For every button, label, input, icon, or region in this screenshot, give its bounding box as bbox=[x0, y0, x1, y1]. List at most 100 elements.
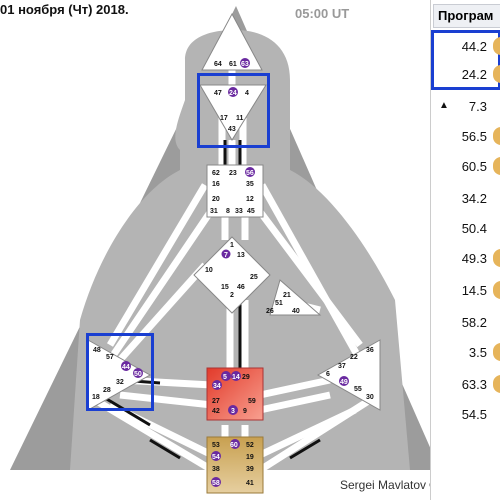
panel-row[interactable]: 49.3 bbox=[431, 245, 500, 273]
planet-marker-icon bbox=[493, 65, 500, 83]
row-value: 49.3 bbox=[461, 251, 487, 266]
svg-text:42: 42 bbox=[212, 408, 220, 415]
planet-marker-icon bbox=[493, 249, 500, 267]
svg-text:60: 60 bbox=[230, 442, 238, 449]
row-value: 24.2 bbox=[461, 67, 487, 82]
svg-text:16: 16 bbox=[212, 181, 220, 188]
panel-row[interactable]: 56.5 bbox=[431, 123, 500, 151]
svg-text:12: 12 bbox=[246, 196, 254, 203]
ego-center bbox=[269, 279, 322, 316]
svg-text:6: 6 bbox=[326, 371, 330, 378]
svg-text:45: 45 bbox=[247, 208, 255, 215]
planet-marker-icon bbox=[493, 343, 500, 361]
svg-text:3: 3 bbox=[231, 408, 235, 415]
panel-row[interactable]: 24.2 bbox=[431, 61, 500, 89]
row-value: 34.2 bbox=[461, 191, 487, 206]
ajna-center bbox=[199, 84, 267, 141]
svg-text:31: 31 bbox=[210, 208, 218, 215]
gate-labels: 64 61 63 47 24 4 17 11 43 62 23 56 16 35… bbox=[92, 58, 374, 487]
svg-text:34: 34 bbox=[213, 383, 221, 390]
row-value: 54.5 bbox=[461, 407, 487, 422]
row-value: 7.3 bbox=[468, 99, 487, 114]
row-value: 50.4 bbox=[461, 221, 487, 236]
panel-row[interactable]: 63.3 bbox=[431, 371, 500, 399]
svg-text:40: 40 bbox=[292, 308, 300, 315]
panel-title[interactable]: Програм bbox=[433, 4, 500, 28]
panel-row[interactable]: 3.5 bbox=[431, 339, 500, 367]
svg-text:4: 4 bbox=[245, 90, 249, 97]
panel-row[interactable]: 14.5 bbox=[431, 277, 500, 305]
planet-marker-icon bbox=[493, 127, 500, 145]
svg-text:63: 63 bbox=[241, 61, 249, 68]
row-value: 56.5 bbox=[461, 129, 487, 144]
planet-marker-icon bbox=[493, 375, 500, 393]
svg-text:64: 64 bbox=[214, 61, 222, 68]
svg-text:50: 50 bbox=[134, 371, 142, 378]
edition-label: Free Edition bbox=[30, 476, 101, 491]
svg-text:28: 28 bbox=[103, 387, 111, 394]
svg-text:23: 23 bbox=[229, 170, 237, 177]
svg-text:24: 24 bbox=[229, 90, 237, 97]
svg-text:7: 7 bbox=[224, 252, 228, 259]
author-label: Sergei Mavlatov © bbox=[340, 478, 439, 492]
panel-row[interactable]: 58.2 bbox=[431, 309, 500, 337]
row-value: 58.2 bbox=[461, 315, 487, 330]
g-center bbox=[193, 236, 271, 314]
svg-text:51: 51 bbox=[275, 300, 283, 307]
svg-text:22: 22 bbox=[350, 354, 358, 361]
svg-text:43: 43 bbox=[228, 126, 236, 133]
svg-text:49: 49 bbox=[340, 379, 348, 386]
panel-row[interactable]: 34.2 bbox=[431, 185, 500, 213]
svg-text:61: 61 bbox=[229, 61, 237, 68]
panel-row[interactable]: 54.5 bbox=[431, 401, 500, 429]
svg-text:15: 15 bbox=[221, 284, 229, 291]
solar-plexus-center bbox=[316, 339, 381, 411]
row-value: 60.5 bbox=[461, 159, 487, 174]
svg-text:58: 58 bbox=[212, 480, 220, 487]
svg-text:10: 10 bbox=[205, 267, 213, 274]
row-value: 3.5 bbox=[468, 345, 487, 360]
highlight-panel-rows bbox=[431, 30, 500, 90]
svg-text:32: 32 bbox=[116, 379, 124, 386]
row-value: 14.5 bbox=[461, 283, 487, 298]
panel-row[interactable]: 44.2 bbox=[431, 33, 500, 61]
svg-text:57: 57 bbox=[106, 354, 114, 361]
svg-text:41: 41 bbox=[246, 480, 254, 487]
svg-text:62: 62 bbox=[212, 170, 220, 177]
svg-text:5: 5 bbox=[223, 374, 227, 381]
triangle-up-icon: ▲ bbox=[439, 100, 449, 111]
svg-text:47: 47 bbox=[214, 90, 222, 97]
row-value: 44.2 bbox=[461, 39, 487, 54]
svg-text:14: 14 bbox=[232, 374, 240, 381]
svg-text:19: 19 bbox=[246, 454, 254, 461]
side-panel: Програм 44.2 24.2 ▲ 7.3 56.5 60.5 34.2 50… bbox=[430, 0, 500, 500]
svg-text:29: 29 bbox=[242, 374, 250, 381]
svg-text:46: 46 bbox=[237, 284, 245, 291]
svg-text:30: 30 bbox=[366, 394, 374, 401]
highlight-spleen bbox=[86, 333, 154, 411]
svg-text:17: 17 bbox=[220, 115, 228, 122]
svg-text:37: 37 bbox=[338, 363, 346, 370]
svg-text:1: 1 bbox=[230, 242, 234, 249]
svg-text:56: 56 bbox=[246, 170, 254, 177]
panel-row[interactable]: ▲ 7.3 bbox=[431, 93, 500, 121]
svg-text:33: 33 bbox=[235, 208, 243, 215]
svg-text:48: 48 bbox=[93, 347, 101, 354]
svg-text:27: 27 bbox=[212, 398, 220, 405]
panel-row[interactable]: 50.4 bbox=[431, 215, 500, 243]
head-center bbox=[201, 12, 263, 71]
svg-text:18: 18 bbox=[92, 394, 100, 401]
svg-text:25: 25 bbox=[250, 274, 258, 281]
panel-row[interactable]: 60.5 bbox=[431, 153, 500, 181]
svg-text:44: 44 bbox=[122, 364, 130, 371]
row-value: 63.3 bbox=[461, 377, 487, 392]
svg-text:55: 55 bbox=[354, 386, 362, 393]
svg-text:38: 38 bbox=[212, 466, 220, 473]
chart-date: 01 ноября (Чт) 2018. bbox=[0, 2, 129, 17]
bodygraph: 64 61 63 47 24 4 17 11 43 62 23 56 16 35… bbox=[10, 6, 430, 494]
svg-text:9: 9 bbox=[243, 408, 247, 415]
svg-text:54: 54 bbox=[212, 454, 220, 461]
planet-marker-icon bbox=[493, 37, 500, 55]
svg-text:39: 39 bbox=[246, 466, 254, 473]
svg-text:21: 21 bbox=[283, 292, 291, 299]
